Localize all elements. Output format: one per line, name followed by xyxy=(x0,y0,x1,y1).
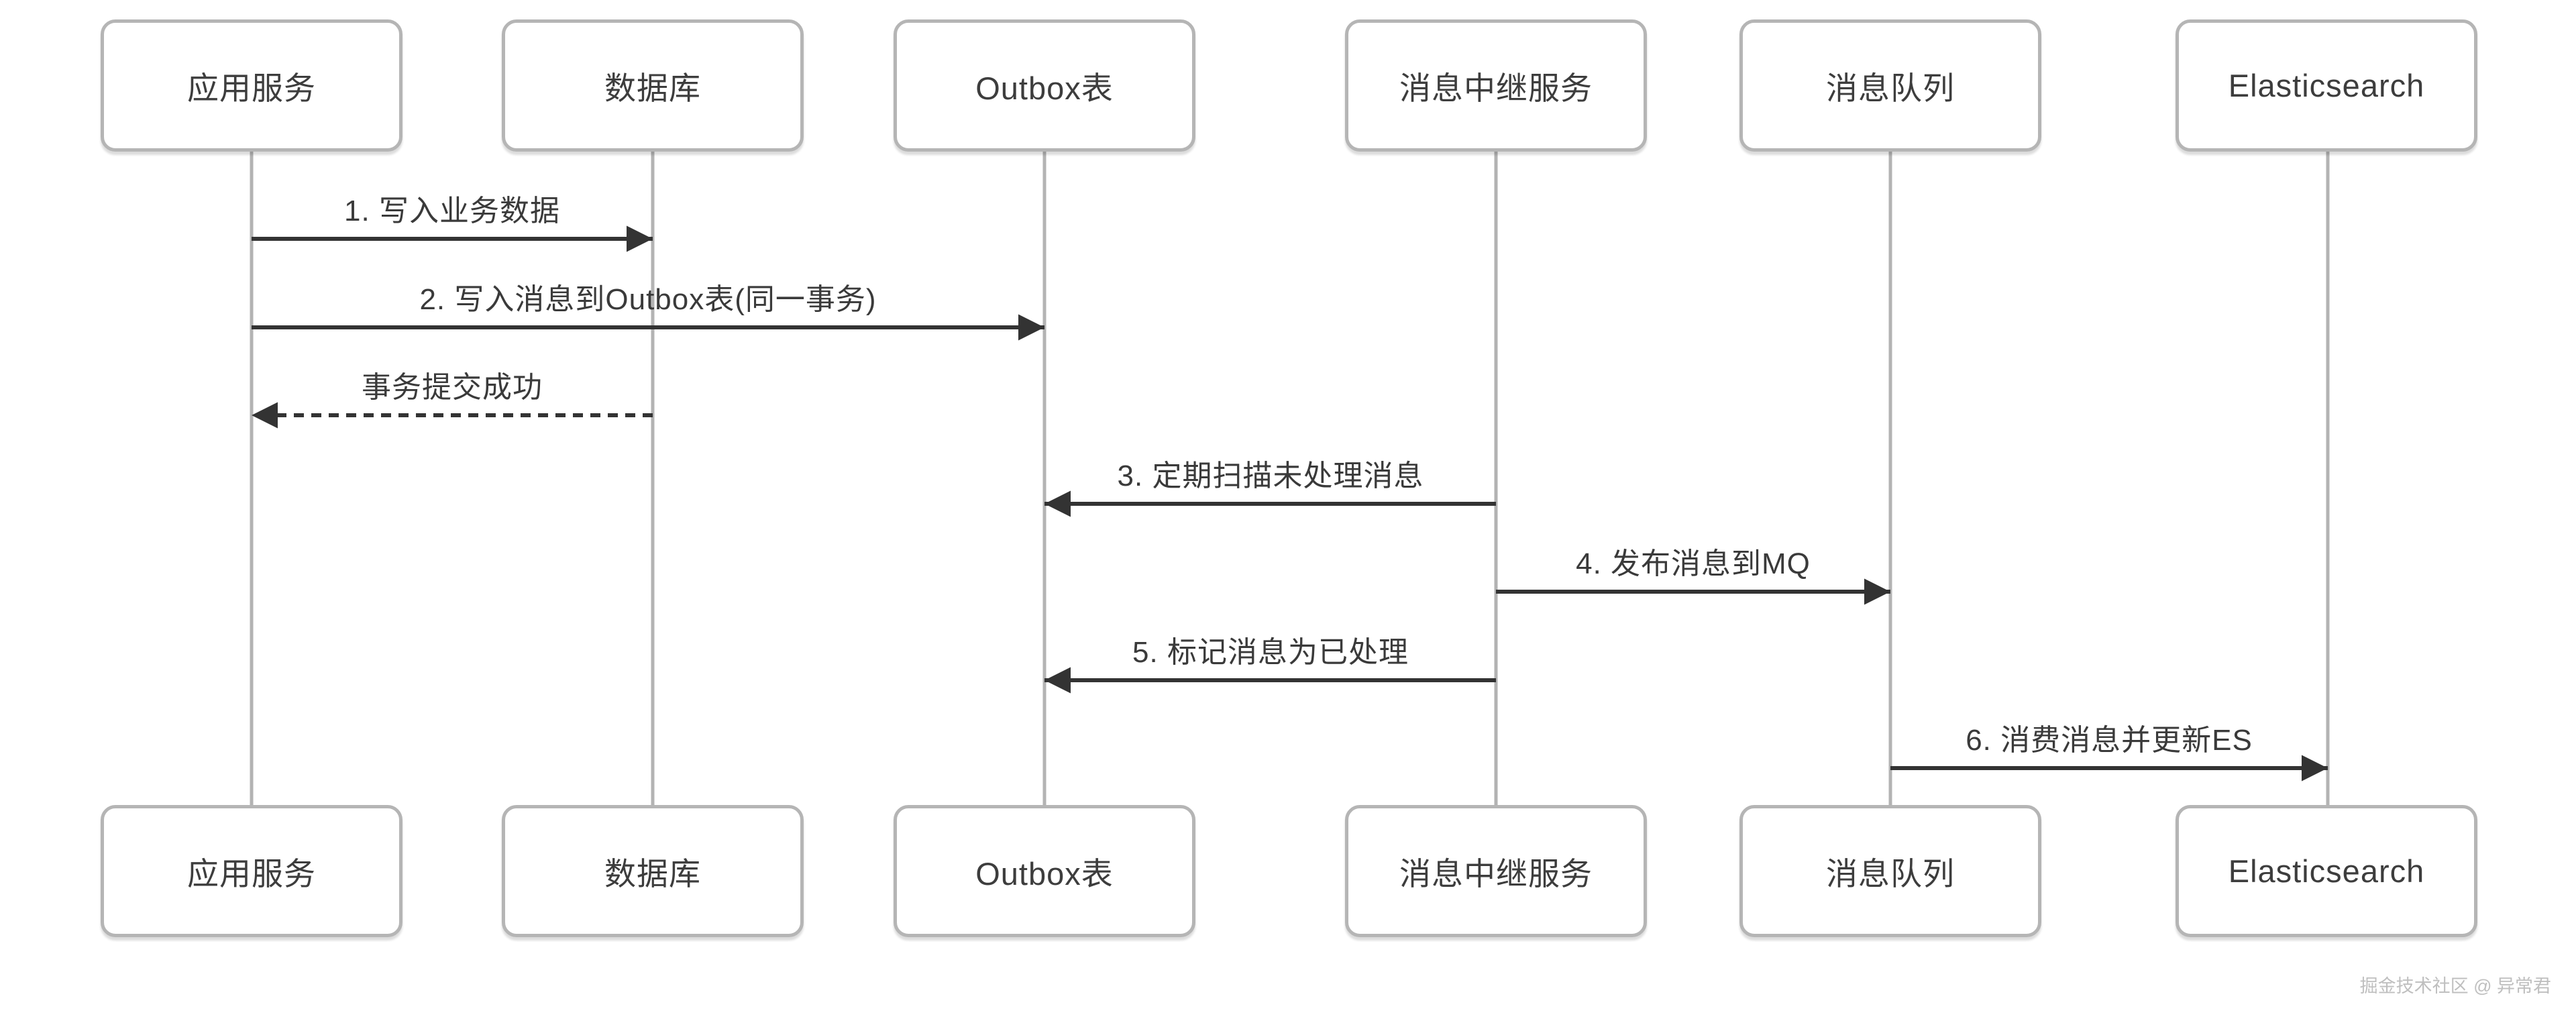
participant-label: 消息中继服务 xyxy=(1399,856,1593,892)
message-6-label: 6. 消费消息并更新ES xyxy=(1966,724,2253,757)
participant-bottom-message-relay: 消息中继服务 xyxy=(1345,805,1647,937)
participant-label: Elasticsearch xyxy=(2228,68,2425,103)
participant-top-elasticsearch: Elasticsearch xyxy=(2176,19,2477,152)
participant-bottom-elasticsearch: Elasticsearch xyxy=(2176,805,2477,937)
participant-label: 消息中继服务 xyxy=(1399,70,1593,106)
participant-label: Outbox表 xyxy=(975,70,1114,106)
participant-top-message-relay: 消息中继服务 xyxy=(1345,19,1647,152)
participant-top-outbox-table: Outbox表 xyxy=(894,19,1195,152)
participant-bottom-database: 数据库 xyxy=(502,805,804,937)
participant-bottom-message-queue: 消息队列 xyxy=(1739,805,2041,937)
participant-bottom-app-service: 应用服务 xyxy=(101,805,402,937)
participant-label: 消息队列 xyxy=(1826,856,1955,892)
participant-label: 应用服务 xyxy=(187,70,316,106)
message-3-label: 3. 定期扫描未处理消息 xyxy=(1117,460,1424,492)
watermark-text: 掘金技术社区 @ 异常君 xyxy=(2359,976,2551,996)
message-4-label: 4. 发布消息到MQ xyxy=(1576,547,1811,580)
participant-bottom-outbox-table: Outbox表 xyxy=(894,805,1195,937)
participant-top-message-queue: 消息队列 xyxy=(1739,19,2041,152)
participant-label: Outbox表 xyxy=(975,856,1114,892)
message-5-label: 5. 标记消息为已处理 xyxy=(1132,636,1409,669)
message-1-label: 1. 写入业务数据 xyxy=(344,195,560,227)
participant-label: 数据库 xyxy=(604,856,701,892)
message-2-label: 2. 写入消息到Outbox表(同一事务) xyxy=(419,283,877,316)
participant-top-app-service: 应用服务 xyxy=(101,19,402,152)
participant-label: Elasticsearch xyxy=(2228,853,2425,889)
message-return-label: 事务提交成功 xyxy=(362,371,543,404)
participant-top-database: 数据库 xyxy=(502,19,804,152)
participant-label: 消息队列 xyxy=(1826,70,1955,106)
participant-label: 应用服务 xyxy=(187,856,316,892)
participant-label: 数据库 xyxy=(604,70,701,106)
